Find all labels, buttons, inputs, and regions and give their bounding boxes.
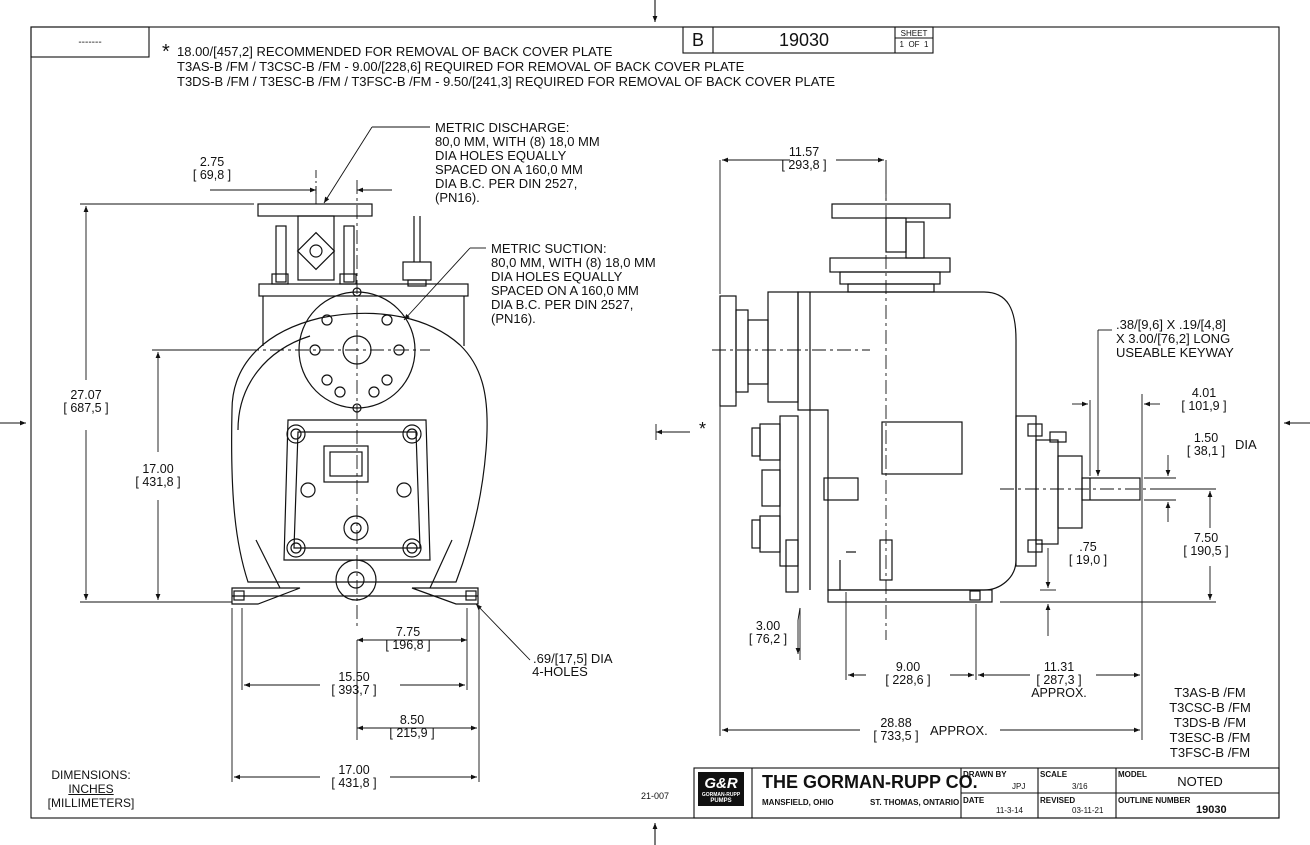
model-value: NOTED	[1177, 774, 1223, 789]
side-asterisk: *	[699, 419, 707, 439]
note-line-3: T3DS-B /FM / T3ESC-B /FM / T3FSC-B /FM -…	[177, 74, 836, 89]
dim-7-75: 7.75[ 196,8 ]	[385, 625, 431, 652]
model-item: T3ESC-B /FM	[1169, 730, 1251, 745]
dim-1-50: 1.50[ 38,1 ]	[1186, 431, 1226, 458]
dim-17-00-vertical: 17.00[ 431,8 ]	[126, 463, 190, 489]
outline-number-label: OUTLINE NUMBER	[1118, 796, 1191, 805]
dim-8-50: 8.50[ 215,9 ]	[389, 713, 435, 740]
front-view-pump	[231, 203, 488, 605]
model-item: T3DS-B /FM	[1173, 715, 1247, 730]
dim-7-50: 7.50[ 190,5 ]	[1183, 531, 1229, 558]
company-logo	[698, 772, 744, 806]
city-mansfield: MANSFIELD, OHIO	[762, 798, 834, 807]
rev-box	[30, 26, 150, 58]
model-label: MODEL	[1118, 770, 1147, 779]
company-name: THE GORMAN-RUPP CO.	[762, 772, 978, 792]
dim-17-00-horizontal: 17.00[ 431,8 ]	[331, 763, 377, 790]
model-item: T3CSC-B /FM	[1169, 700, 1251, 715]
model-item: T3FSC-B /FM	[1169, 745, 1251, 760]
note-asterisk: *	[162, 41, 170, 63]
sheet-value: 1 OF 1	[899, 40, 929, 49]
date-value: 11-3-14	[996, 806, 1023, 815]
outer-border	[30, 26, 1280, 819]
dim-2-75: 2.75[ 69,8 ]	[192, 155, 232, 182]
dim-3-00: 3.00[ 76,2 ]	[748, 619, 788, 646]
dim-27-07: 27.07[ 687,5 ]	[54, 389, 118, 415]
drawn-by-value: JPJ	[1012, 782, 1026, 791]
note-line-2: T3AS-B /FM / T3CSC-B /FM - 9.00/[228,6] …	[177, 59, 745, 74]
rev-letter: B	[691, 30, 704, 50]
revised-value: 03-11-21	[1072, 806, 1104, 815]
rev-box-text: -------	[78, 37, 102, 48]
date-label: DATE	[963, 796, 985, 805]
dim-4-01: 4.01[ 101,9 ]	[1181, 386, 1227, 413]
dim-11-31: 11.31[ 287,3 ]APPROX.	[1031, 660, 1087, 700]
dim-28-88-suffix: APPROX.	[930, 723, 988, 738]
drawn-by-label: DRAWN BY	[963, 770, 1007, 779]
side-view-pump	[719, 203, 1141, 603]
model-item: T3AS-B /FM	[1174, 685, 1246, 700]
city-st-thomas: ST. THOMAS, ONTARIO	[870, 798, 960, 807]
scale-value: 3/16	[1072, 782, 1088, 791]
scale-label: SCALE	[1040, 770, 1068, 779]
dim-28-88: 28.88[ 733,5 ]	[873, 716, 919, 743]
dim-15-50: 15.50[ 393,7 ]	[331, 670, 377, 697]
revised-label: REVISED	[1040, 796, 1076, 805]
number-strip	[682, 26, 934, 54]
logo-sub-1: GORMAN-RUPP	[701, 792, 741, 798]
dim-11-57: 11.57[ 293,8 ]	[781, 145, 827, 172]
note-line-1: 18.00/[457,2] RECOMMENDED FOR REMOVAL OF…	[177, 44, 613, 59]
dim-1-50-suffix: DIA	[1235, 437, 1257, 452]
logo-text: G&R	[704, 775, 738, 792]
dim-0-75: .75[ 19,0 ]	[1068, 540, 1108, 567]
outline-number-value: 19030	[1196, 804, 1227, 816]
sheet-label: SHEET	[900, 29, 928, 38]
doc-code: 21-007	[641, 791, 670, 801]
drawing-number: 19030	[778, 30, 830, 50]
title-block-lines	[693, 767, 1280, 819]
dim-9-00: 9.00[ 228,6 ]	[885, 660, 931, 687]
logo-sub-2: PUMPS	[710, 798, 732, 804]
